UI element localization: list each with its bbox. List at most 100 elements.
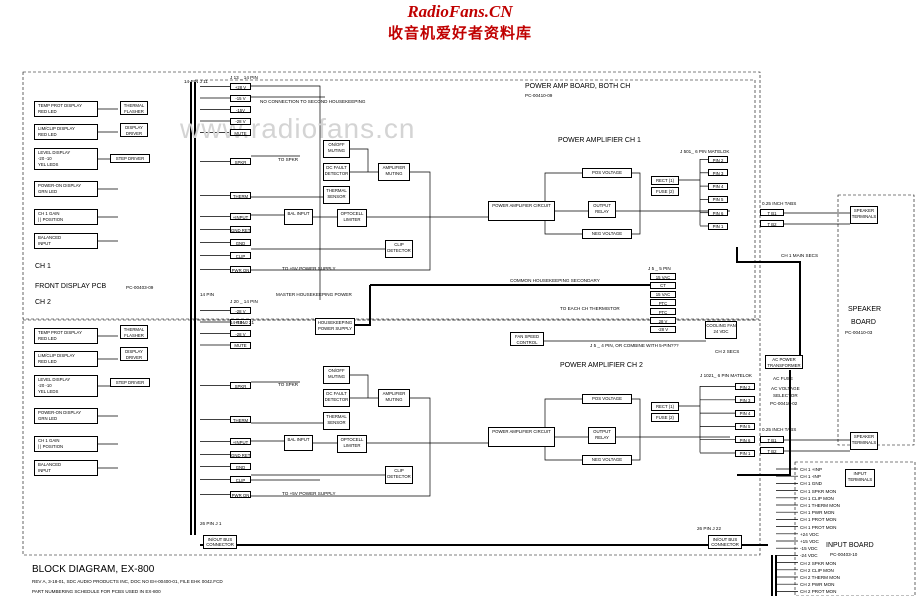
ac-voltage: AC VOLTAGE [771,386,800,391]
matelok-ch2-pin: PIN 3 [735,396,755,404]
j5-pin-label: -28 V [657,327,669,333]
front-left-text: BALANCED [38,462,62,467]
ch1-connector-pin: CLIP [230,252,251,259]
ch2-label: CH 2 [35,299,51,306]
bus-connector-1: IN/OUT BUS CONNECTOR [203,535,237,549]
ch2-connector-pin-label: +15 V [234,320,247,325]
ch1-connector-pin: +INPUT [230,213,251,220]
common-hk-label: COMMON HOUSEKEEPING SECONDARY [510,278,600,283]
w [350,148,369,172]
ch2-connector-pin-label: -28 V [235,308,246,314]
pa-ch1-label: POWER AMPLIFIER CH 1 [558,137,641,144]
tab-ch1: T B1 [760,209,784,216]
front-left-text: INPUT [38,468,51,473]
ch2-pa-circuit-text: POWER AMPLIFIER CIRCUIT [492,429,551,434]
front-display-outline-bottom [22,319,761,556]
ch1-neg-voltage: NEG VOLTAGE [582,229,632,239]
ch2-connector-pin: +INPUT [230,438,251,445]
ch1-pos-voltage: POS VOLTAGE [582,168,632,178]
ch2-connector-pin-label: PWR ON [231,492,250,498]
front-left-text: POWER-ON DISPLAY [38,410,82,415]
j501: J 501_ 6 PIN MATELOK [680,149,730,154]
matelok-ch1-pin: PIN 6 [708,209,728,217]
power-amp-board-pc: PC-00410-09 [525,93,553,98]
matelok-ch2-pin: PIN 4 [735,409,755,417]
front-left-text: BALANCED [38,235,62,240]
matelok-ch2-pin-label: PIN 2 [739,384,751,390]
ch1-rail [251,85,321,300]
ch1-bal-input: BAL INPUT [284,209,313,225]
ch2-optocell-text: OPTOCELL [340,437,364,442]
p14pin-2: 14 PIN J 21 [230,320,255,325]
ch1-fuse: FUSE (2) [651,187,679,196]
matelok-ch1-pin: PIN 5 [708,195,728,203]
step-driver-text: STEP DRIVER [115,380,145,385]
input-signal: CH 2 THERM MON [800,575,840,580]
speaker-board-label: SPEAKER [848,306,882,313]
ch2-connector-pin-label: +INPUT [232,439,249,445]
ch2-connector-pin: +15 V [230,318,251,326]
fan-speed-text: CONTROL [516,340,538,345]
thermal-flasher-text: THERMAL [123,103,145,108]
cooling-fan-text: 24 VDC [713,329,729,334]
front-left-text: YEL LEDS [38,389,59,394]
input-signal: CH 1 -INP [800,474,821,480]
j5-pin-label: CT [660,283,666,289]
ch1-main-secs: CH 1 MAIN SECS [781,253,819,258]
ch1-connector-pin: -15 V [230,94,251,102]
ch1-bal-input-text: BAL INPUT [287,211,310,216]
ch1-connector-pin: PWR ON [230,266,251,273]
matelok-ch2-pin: PIN 2 [735,383,755,390]
w [544,447,582,461]
j14pin-1: J 13 _ 14 PIN [230,75,258,80]
w [632,398,641,461]
ch1-connector-pin: SPKR [230,158,251,165]
speaker-terminals-ch2-text: SPEAKER [853,434,875,439]
to-psu-1: TO +5V POWER SUPPLY [282,266,336,271]
front-display-label: FRONT DISPLAY PCB [35,283,107,290]
front-left-text: RED LED [38,359,57,364]
input-signal: CH 2 PROT MON [800,589,837,595]
matelok-ch2-pin-label: PIN 4 [739,411,751,417]
matelok-ch2-pin: PIN 5 [735,422,755,430]
display-driver-text: DRIVER [125,355,143,360]
step-driver: STEP DRIVER [110,154,150,163]
front-left-text: YEL LEDS [38,162,59,167]
step-driver-text: STEP DRIVER [115,156,145,161]
ch2-onoff-muting-text: ON/OFF [328,368,345,373]
ch2-optocell-text: LIMITER [343,443,361,448]
ch2-neg-voltage-text: NEG VOLTAGE [591,457,623,462]
display-driver-text: DISPLAY [125,349,143,354]
hk-power-supply-text: POWER SUPPLY [317,326,353,331]
ch2-clip-det-text: CLIP [394,468,404,473]
ch1-pa-circuit: POWER AMPLIFIER CIRCUIT [488,201,555,221]
input-signal: CH 1 GND [800,481,822,487]
w [251,171,431,271]
speaker-board-outline [837,194,915,446]
j5-pin-label: 15 VAC [655,292,671,298]
w [251,397,431,497]
input-signal: CH 1 +INP [800,467,823,472]
ch2-output-relay-text: OUTPUT [593,429,611,434]
input-signal: CH 2 CLIP MON [800,567,834,573]
input-signal: -24 VDC [800,553,818,559]
front-left-text: LEVEL DISPLAY [38,150,71,155]
j5-pin: 15 VAC [650,290,676,298]
ch1-connector-pin-label: -15 V [235,96,246,101]
